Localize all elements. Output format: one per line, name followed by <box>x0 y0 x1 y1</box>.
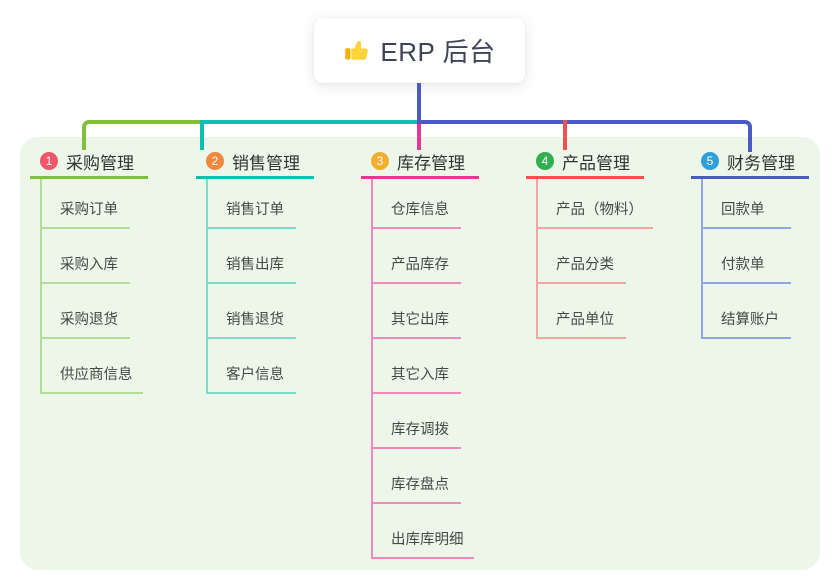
connector-branch-1-elbow <box>82 120 202 150</box>
child-node[interactable]: 产品库存 <box>373 229 461 284</box>
connector-branch-2-drop <box>200 120 204 150</box>
branch-badge-2: 2 <box>206 152 224 170</box>
child-node-label: 产品（物料） <box>556 202 643 218</box>
child-node-label: 结算账户 <box>721 312 779 328</box>
child-node[interactable]: 采购订单 <box>42 179 130 229</box>
child-node[interactable]: 库存盘点 <box>373 449 461 504</box>
child-node-label: 其它出库 <box>391 312 449 328</box>
branch-children-1: 采购订单采购入库采购退货供应商信息 <box>40 179 143 394</box>
child-node[interactable]: 供应商信息 <box>42 339 143 394</box>
connector-branch-2-line <box>202 120 419 124</box>
branch-badge-3: 3 <box>371 152 389 170</box>
child-node-label: 采购订单 <box>60 202 118 218</box>
branch-title-1: 采购管理 <box>66 153 134 173</box>
child-node[interactable]: 采购入库 <box>42 229 130 284</box>
root-node[interactable]: ERP 后台 <box>314 18 525 83</box>
child-node[interactable]: 产品单位 <box>538 284 626 339</box>
child-node[interactable]: 销售订单 <box>208 179 296 229</box>
branch-badge-5: 5 <box>701 152 719 170</box>
child-node-label: 客户信息 <box>226 367 284 383</box>
branch-header-3[interactable]: 3 库存管理 <box>361 146 479 179</box>
branch-children-2: 销售订单销售出库销售退货客户信息 <box>206 179 296 394</box>
thumbs-up-icon <box>343 37 370 64</box>
child-node[interactable]: 其它出库 <box>373 284 461 339</box>
branch-column-3: 3 库存管理仓库信息产品库存其它出库其它入库库存调拨库存盘点出库库明细 <box>361 146 479 559</box>
child-node-label: 产品库存 <box>391 257 449 273</box>
child-node-label: 采购入库 <box>60 257 118 273</box>
child-node-label: 销售退货 <box>226 312 284 328</box>
child-node-label: 库存调拨 <box>391 422 449 438</box>
branch-badge-1: 1 <box>40 152 58 170</box>
child-node-label: 供应商信息 <box>60 367 133 383</box>
branch-title-3: 库存管理 <box>397 153 465 173</box>
child-node[interactable]: 产品（物料） <box>538 179 653 229</box>
connector-branch-4-drop <box>563 120 567 150</box>
child-node[interactable]: 付款单 <box>703 229 791 284</box>
child-node[interactable]: 其它入库 <box>373 339 461 394</box>
branch-header-4[interactable]: 4 产品管理 <box>526 146 644 179</box>
child-node-label: 其它入库 <box>391 367 449 383</box>
child-node[interactable]: 采购退货 <box>42 284 130 339</box>
child-node-label: 库存盘点 <box>391 477 449 493</box>
connector-branch-3-drop <box>417 124 421 150</box>
child-node[interactable]: 产品分类 <box>538 229 626 284</box>
branch-children-3: 仓库信息产品库存其它出库其它入库库存调拨库存盘点出库库明细 <box>371 179 474 559</box>
branch-column-1: 1 采购管理采购订单采购入库采购退货供应商信息 <box>30 146 148 394</box>
child-node[interactable]: 销售退货 <box>208 284 296 339</box>
child-node[interactable]: 结算账户 <box>703 284 791 339</box>
branch-header-1[interactable]: 1 采购管理 <box>30 146 148 179</box>
branch-badge-4: 4 <box>536 152 554 170</box>
child-node[interactable]: 回款单 <box>703 179 791 229</box>
branch-header-2[interactable]: 2 销售管理 <box>196 146 314 179</box>
child-node-label: 产品单位 <box>556 312 614 328</box>
branch-title-4: 产品管理 <box>562 153 630 173</box>
root-title: ERP 后台 <box>380 37 496 67</box>
connector-branch-5-elbow <box>419 120 752 152</box>
branch-children-4: 产品（物料） 产品分类产品单位 <box>536 179 653 339</box>
child-node-label: 销售订单 <box>226 202 284 218</box>
branch-title-5: 财务管理 <box>727 153 795 173</box>
child-node-label: 出库库明细 <box>391 532 464 548</box>
child-node[interactable]: 库存调拨 <box>373 394 461 449</box>
child-node-label: 仓库信息 <box>391 202 449 218</box>
branch-header-5[interactable]: 5 财务管理 <box>691 146 809 179</box>
child-node-label: 付款单 <box>721 257 765 273</box>
branch-title-2: 销售管理 <box>232 153 300 173</box>
branch-column-5: 5 财务管理回款单付款单结算账户 <box>691 146 809 339</box>
mindmap-board <box>20 137 820 570</box>
child-node-label: 销售出库 <box>226 257 284 273</box>
child-node[interactable]: 销售出库 <box>208 229 296 284</box>
child-node-label: 采购退货 <box>60 312 118 328</box>
child-node[interactable]: 出库库明细 <box>373 504 474 559</box>
child-node[interactable]: 客户信息 <box>208 339 296 394</box>
child-node-label: 产品分类 <box>556 257 614 273</box>
child-node[interactable]: 仓库信息 <box>373 179 461 229</box>
child-node-label: 回款单 <box>721 202 765 218</box>
branch-column-2: 2 销售管理销售订单销售出库销售退货客户信息 <box>196 146 314 394</box>
branch-children-5: 回款单付款单结算账户 <box>701 179 791 339</box>
branch-column-4: 4 产品管理产品（物料） 产品分类产品单位 <box>526 146 653 339</box>
connector-root-stem <box>417 82 421 124</box>
